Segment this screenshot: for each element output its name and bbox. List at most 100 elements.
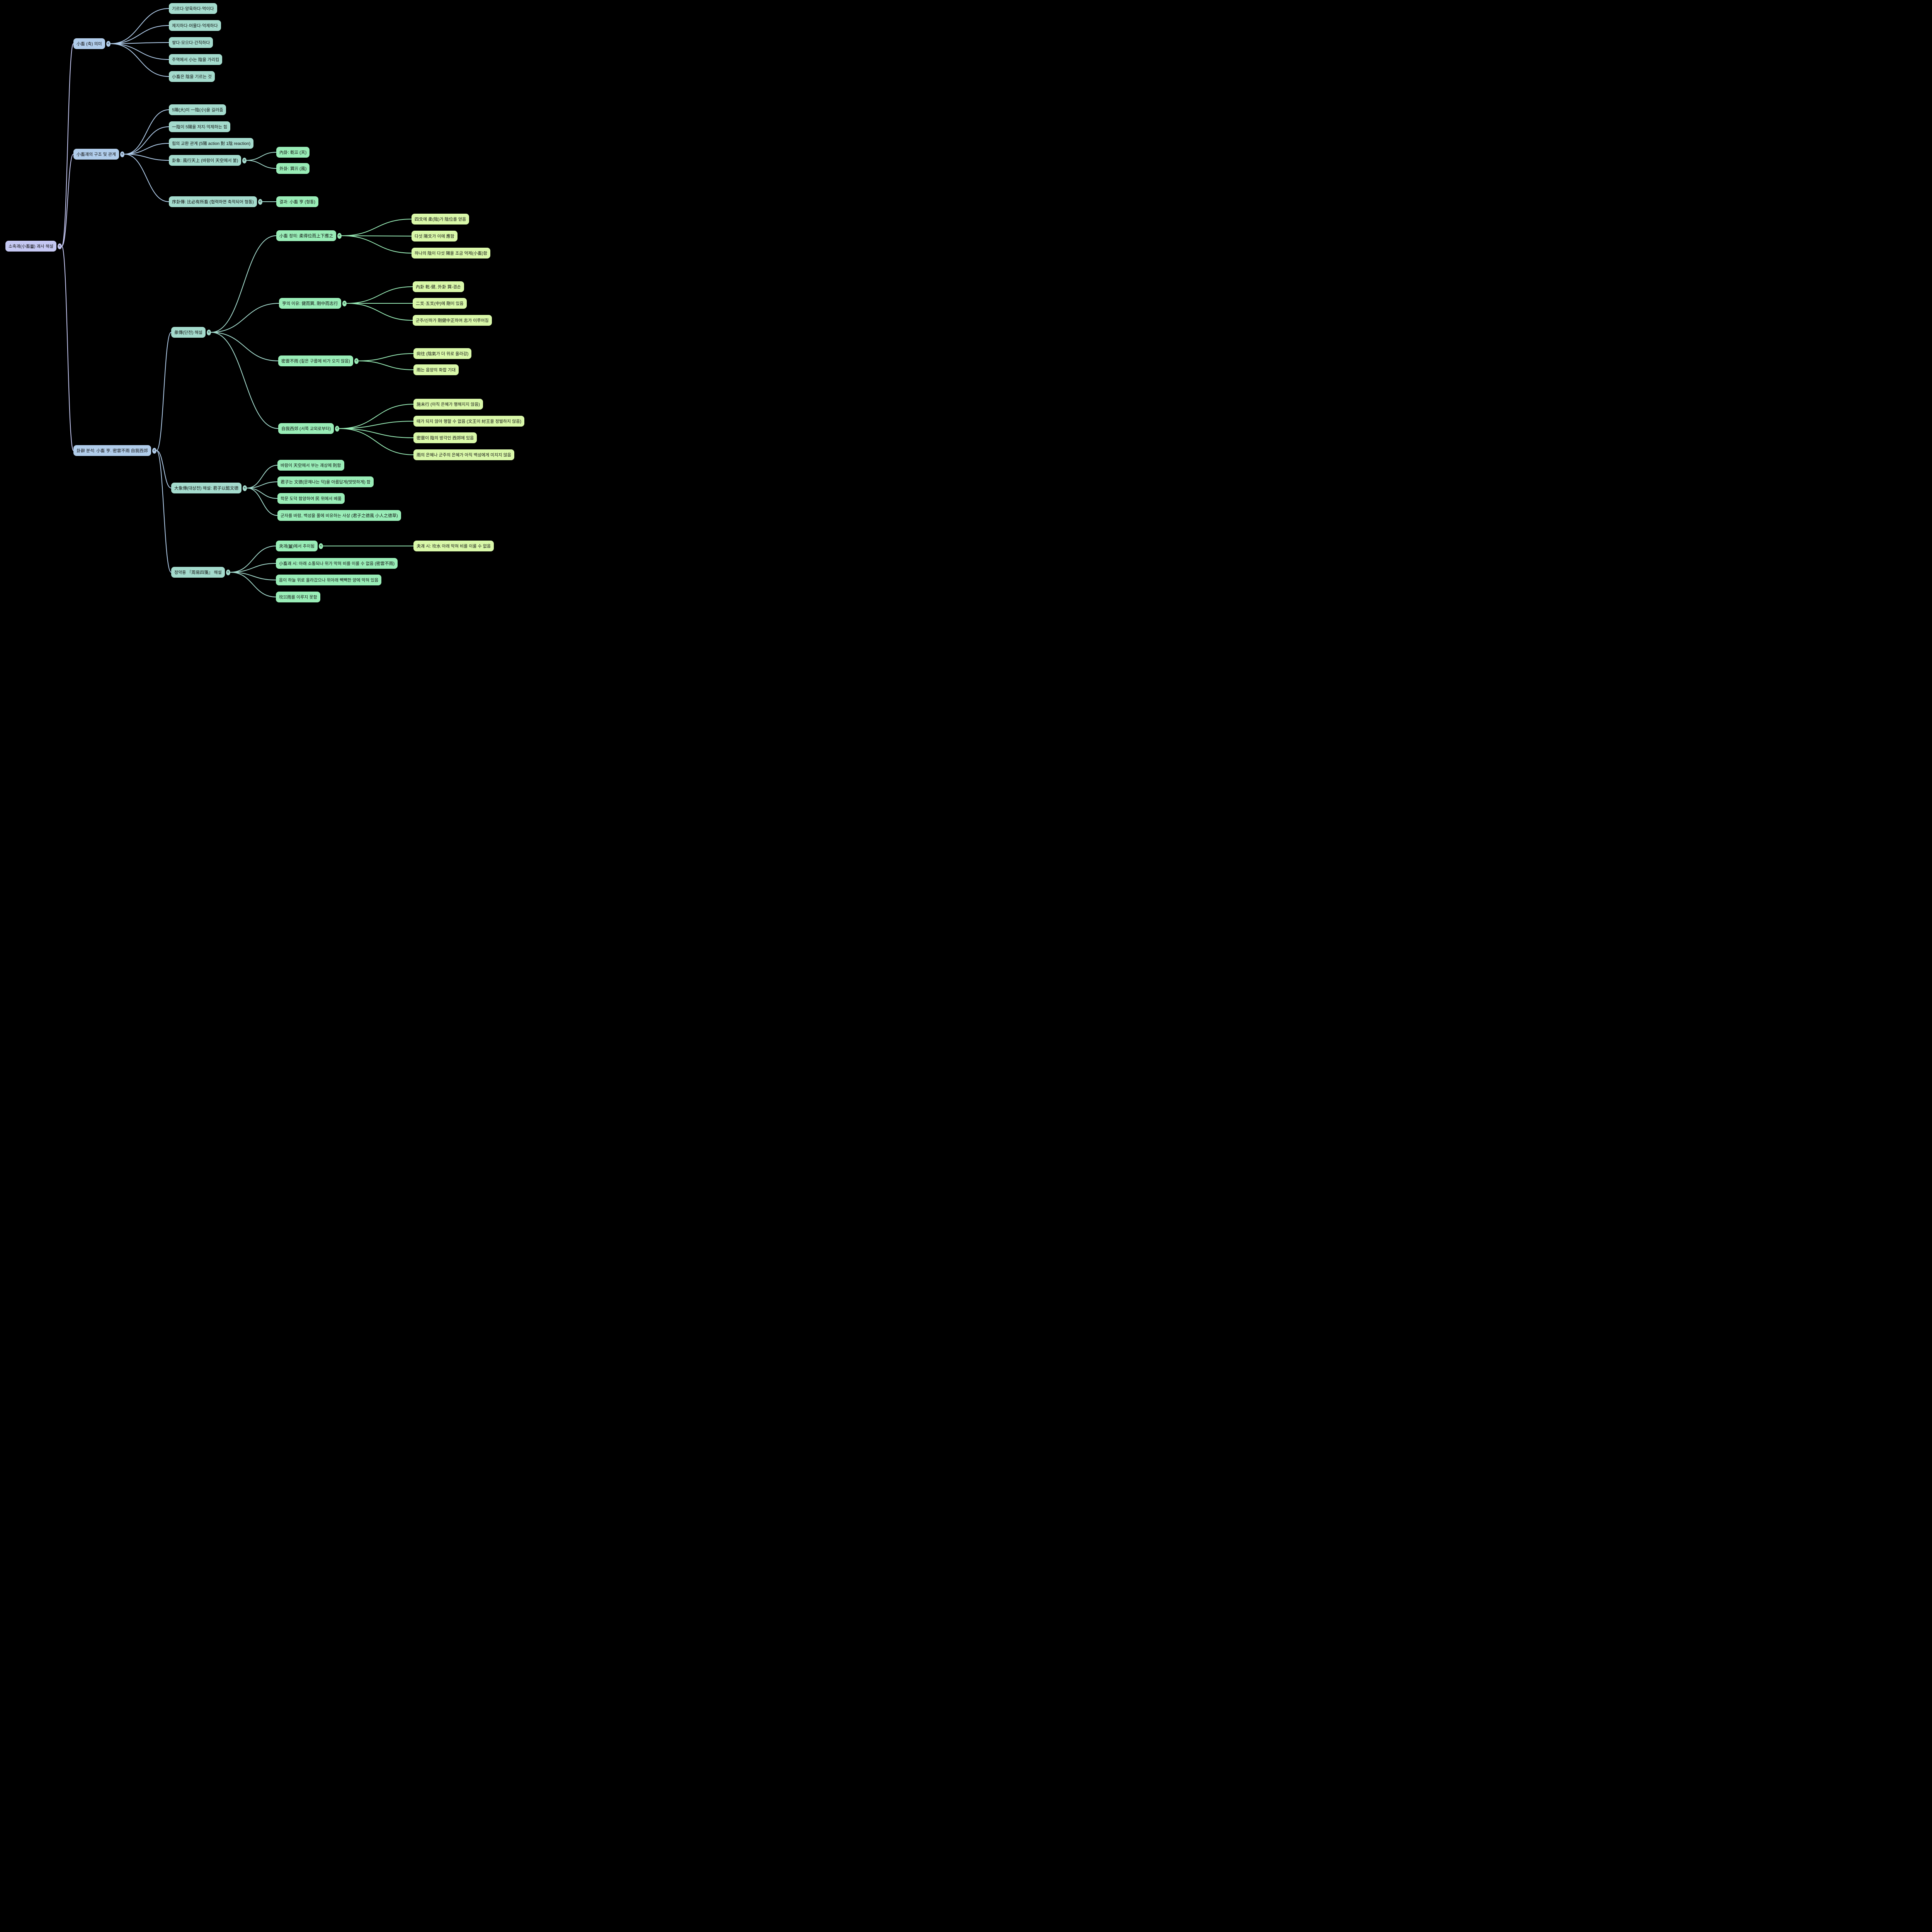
node-milun-item-1: 尙往 (陰氣가 더 위로 올라감) xyxy=(413,348,472,359)
collapse-toggle[interactable]: < xyxy=(226,569,230,575)
link xyxy=(346,286,413,304)
link xyxy=(247,488,278,516)
link xyxy=(124,126,169,155)
link xyxy=(346,303,413,321)
link xyxy=(124,109,169,155)
link xyxy=(247,488,278,499)
collapse-toggle[interactable]: < xyxy=(335,425,339,432)
node-sochuk-definition: 小畜 정의: 柔得位而上下應之 xyxy=(276,230,337,241)
node-daesangjeon: 大象傳(대상전) 해설: 君子以懿文德 xyxy=(171,483,242,493)
node-daesang-item-2: 君子는 文德(문채나는 덕)을 아름답게(떳떳하게) 함 xyxy=(277,476,374,487)
node-gwae-transition: 夬괘(䷪)에서 추이됨 xyxy=(276,541,318,551)
link xyxy=(61,246,74,451)
node-jeongyakyong-item-2: 小畜괘 시: 아래 소통되나 위가 막혀 비를 이룰 수 없음 (密雲不雨) xyxy=(276,558,398,569)
node-sochuk-def-item-2: 다섯 陽爻가 이에 應함 xyxy=(412,231,457,242)
link xyxy=(156,332,172,451)
collapse-toggle[interactable]: < xyxy=(207,329,211,335)
link xyxy=(211,303,279,333)
collapse-toggle[interactable]: < xyxy=(152,447,156,454)
node-gwae-transition-detail: 夬괘 시: 坎水 아래 막혀 비를 이룰 수 없음 xyxy=(413,541,494,551)
node-meaning-item-4: 주역에서 小는 陰을 가리킴 xyxy=(169,54,223,65)
link xyxy=(339,421,414,429)
link xyxy=(246,152,277,161)
node-jaa-item-3: 密雲이 陰의 방각인 西郊에 있음 xyxy=(413,432,477,443)
link xyxy=(246,160,277,169)
collapse-toggle[interactable]: < xyxy=(354,358,359,364)
link xyxy=(339,404,414,429)
link xyxy=(358,361,414,370)
node-jaa-item-1: 施未行 (아직 은혜가 행해지지 않음) xyxy=(413,399,483,410)
link xyxy=(124,154,169,161)
link xyxy=(61,43,74,247)
node-structure-item-3: 힘의 교환 관계 (5陽 action 對 1陰 reaction) xyxy=(169,138,254,149)
collapse-toggle[interactable]: < xyxy=(337,233,342,239)
link xyxy=(230,572,276,580)
link xyxy=(230,563,276,573)
link xyxy=(124,143,169,155)
collapse-toggle[interactable]: < xyxy=(106,41,111,47)
node-naegwae: 內卦: 乾☰ (天) xyxy=(276,147,310,158)
link xyxy=(110,8,169,44)
node-jaa-item-2: 때가 되지 않아 행할 수 없음 (文王이 紂王을 정벌하지 않음) xyxy=(413,416,525,427)
node-structure-item-1: 5陽(大)이 一陰(小)을 길러줌 xyxy=(169,104,226,115)
node-meaning-item-2: 제지하다·머물다·억제하다 xyxy=(169,20,221,31)
node-jeongyakyong-item-3: 음이 하늘 위로 올라갔으나 위아래 빽빽한 양에 막혀 있음 xyxy=(276,575,382,585)
node-daesang-item-3: 학문 도덕 함양하여 民 위에서 베풂 xyxy=(277,493,345,504)
collapse-toggle[interactable]: < xyxy=(58,243,62,249)
node-meaning-item-5: 小畜은 陰을 기르는 것 xyxy=(169,71,215,82)
node-gwasang: 卦象: 風行天上 (바람이 天空에서 붊) xyxy=(169,155,242,166)
link-lines xyxy=(61,8,414,597)
node-jeongyakyong-item-4: 坎☵雨를 이루지 못함 xyxy=(276,592,320,602)
link xyxy=(110,42,169,44)
node-hyeong-item-1: 內卦 乾-健, 外卦 巽-겸손 xyxy=(413,281,464,292)
node-root: 소축괘(小畜䷈) 괘사 해설 xyxy=(5,241,57,252)
node-jaa-item-4: 雨의 은혜나 군주의 은혜가 아직 백성에게 미치지 않음 xyxy=(413,449,514,460)
mindmap-canvas: 소축괘(小畜䷈) 괘사 해설 小畜 (축) 의미 小畜괘의 구조 및 관계 卦辭… xyxy=(0,0,541,617)
link xyxy=(230,546,276,573)
link xyxy=(61,154,74,247)
node-jaaseogyo: 自我西郊 (서쪽 교외로부터) xyxy=(278,423,334,434)
node-daesang-item-4: 군자를 바람, 백성을 풀에 비유하는 사상 (君子之德風 小人之德草) xyxy=(277,510,401,521)
link xyxy=(211,332,279,429)
link xyxy=(358,353,414,361)
node-hyeong-item-2: 二爻·五爻(中)에 剛이 있음 xyxy=(413,298,467,309)
link xyxy=(230,572,276,597)
link xyxy=(341,235,412,253)
node-sochuk-def-item-1: 四爻에 柔(陰)가 陰位를 얻음 xyxy=(412,214,469,224)
link xyxy=(211,332,279,361)
node-danjeon: 彖傳(단전) 해설 xyxy=(171,327,206,338)
collapse-toggle[interactable]: < xyxy=(342,300,347,306)
link xyxy=(110,43,169,60)
collapse-toggle[interactable]: < xyxy=(243,485,247,491)
collapse-toggle[interactable]: < xyxy=(319,543,323,549)
link xyxy=(110,25,169,44)
node-hyeong-item-3: 군주/신하가 剛健中正하여 志가 이루어짐 xyxy=(413,315,492,326)
link xyxy=(124,154,169,202)
link xyxy=(341,219,412,236)
link xyxy=(110,43,169,77)
node-jeongyakyong: 정약용 『周易四箋』 해설 xyxy=(171,567,225,578)
node-meaning-item-3: 쌓다·모으다·간직하다 xyxy=(169,37,213,48)
node-milun-item-2: 雨는 음양의 화합 기대 xyxy=(413,364,459,375)
node-milunburu: 密雲不雨 (짙은 구름에 비가 오지 않음) xyxy=(278,355,353,366)
node-oegwae: 外卦: 巽☴ (風) xyxy=(276,163,310,174)
link xyxy=(247,481,278,488)
node-structure: 小畜괘의 구조 및 관계 xyxy=(73,149,119,160)
link xyxy=(156,450,172,488)
collapse-toggle[interactable]: < xyxy=(242,157,247,163)
node-sochuk-def-item-3: 하나의 陰이 다섯 陽을 조금 억제(小畜)함 xyxy=(412,248,491,259)
collapse-toggle[interactable]: < xyxy=(120,151,124,157)
link xyxy=(211,235,277,333)
node-daesang-item-1: 바람이 天空에서 부는 괘상에 則함 xyxy=(277,460,344,471)
collapse-toggle[interactable]: < xyxy=(258,199,262,205)
node-structure-item-2: 一陰이 5陽을 저지·억제하는 힘 xyxy=(169,121,231,132)
node-seogwajeon: 序卦傳: 比必有所畜 (협력하면 축적되어 형통) xyxy=(169,196,257,207)
node-meaning-item-1: 기르다·양육하다·먹이다 xyxy=(169,3,217,14)
node-gwasa-analysis: 卦辭 분석: 小畜 亨. 密雲不雨 自我西郊 xyxy=(73,445,151,456)
link xyxy=(247,465,278,488)
link xyxy=(339,428,414,455)
node-seogwajeon-result: 결과: 小畜 亨 (형통) xyxy=(276,196,319,207)
node-hyeong-reason: 亨의 이유: 健而巽, 剛中而志行 xyxy=(279,298,341,309)
link xyxy=(156,450,172,573)
node-meaning: 小畜 (축) 의미 xyxy=(73,38,105,49)
